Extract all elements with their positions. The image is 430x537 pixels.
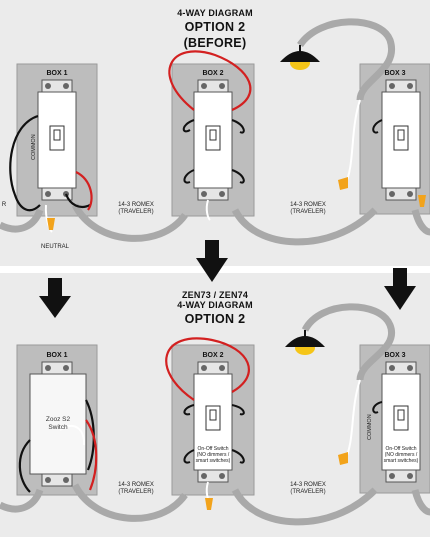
black-wire-bottom-2a	[183, 404, 195, 416]
box-1-label-bottom: BOX 1	[46, 352, 68, 359]
white-wire-bottom-3	[344, 379, 361, 461]
zooz-switch-label: Zooz S2 Switch	[45, 416, 71, 431]
white-wire-top-3	[344, 99, 361, 186]
before-title: 4-WAY DIAGRAM OPTION 2 (BEFORE)	[0, 8, 430, 50]
wirenut-bottom-3	[338, 452, 348, 465]
before-heading-large-1: OPTION 2	[184, 20, 246, 34]
romex-label-bottom-2: 14-3 ROMEX (TRAVELER)	[290, 482, 326, 495]
arrow-down-left-icon	[39, 278, 71, 318]
common-label-bottom: COMMON	[367, 414, 373, 440]
before-heading-small: 4-WAY DIAGRAM	[177, 8, 253, 18]
black-wire-top-2a	[182, 119, 195, 133]
black-wire-bottom-2c	[183, 449, 195, 464]
after-heading-small-1: ZEN73 / ZEN74	[181, 290, 249, 300]
romex-cable-top-2	[231, 207, 378, 246]
switch-3-bottom	[381, 361, 421, 483]
box-3-label-bottom: BOX 3	[384, 352, 406, 359]
romex-cable-top-left	[0, 208, 44, 233]
light-cable-top	[297, 18, 396, 101]
red-wire-bottom-2	[165, 337, 250, 401]
edge-label-r: R	[1, 202, 7, 208]
romex-cable-top-1	[71, 203, 188, 242]
romex-cable-bottom-1	[71, 483, 188, 522]
black-wire-top-3	[372, 119, 383, 134]
black-wire-top-2b	[231, 119, 245, 134]
after-title: ZEN73 / ZEN74 4-WAY DIAGRAM OPTION 2	[0, 290, 430, 326]
arrow-down-center-icon	[196, 240, 228, 282]
black-wire-bottom-2b	[231, 404, 245, 416]
romex-label-top-2: 14-3 ROMEX (TRAVELER)	[290, 202, 326, 215]
black-wire-bottom-2d	[231, 449, 245, 464]
wirenut-top-1	[47, 218, 55, 230]
light-cable-bottom	[301, 303, 396, 381]
red-wire-top-2	[168, 50, 252, 112]
white-wire-top-2	[205, 199, 211, 221]
wirenut-bottom-2	[205, 498, 213, 510]
black-wire-top-1b	[64, 193, 91, 209]
box-3-label-top: BOX 3	[384, 70, 406, 77]
zooz-switch-bottom	[29, 361, 87, 487]
wirenut-top-3	[338, 177, 348, 190]
romex-label-bottom-1: 14-3 ROMEX (TRAVELER)	[118, 482, 154, 495]
common-label-top: COMMON	[31, 134, 37, 160]
red-wire-top-1	[75, 171, 93, 211]
box-2-label-bottom: BOX 2	[202, 352, 224, 359]
romex-cable-bottom-left	[0, 488, 44, 513]
black-wire-top-2c	[183, 169, 195, 184]
before-heading-large-2: (BEFORE)	[183, 36, 247, 50]
pendant-lamp-bottom	[285, 330, 325, 355]
switch-2-bottom	[193, 361, 233, 483]
neutral-label: NEUTRAL	[40, 244, 69, 250]
black-wire-top-2d	[231, 169, 245, 184]
arrow-down-right-icon	[384, 268, 416, 310]
switch-2-top	[193, 79, 233, 201]
romex-cable-bottom-2	[231, 487, 378, 526]
red-wire-bottom-1	[85, 419, 98, 491]
box-1-label-top: BOX 1	[46, 70, 68, 77]
white-wire-bottom-1	[59, 425, 86, 446]
black-wire-top-1	[9, 114, 41, 212]
white-wire-top-1	[44, 204, 53, 233]
romex-cable-top-3	[411, 209, 430, 236]
wirenut-top-3b	[418, 195, 426, 207]
black-wire-bottom-1	[18, 439, 31, 493]
onoff-note-box-3: On-Off Switch (NO dimmers / smart switch…	[383, 446, 419, 464]
switch-3-top	[381, 79, 421, 201]
after-heading-large: OPTION 2	[184, 312, 246, 326]
onoff-note-box-2: On-Off Switch (NO dimmers / smart switch…	[195, 446, 231, 464]
after-heading-small-2: 4-WAY DIAGRAM	[177, 300, 253, 310]
black-wire-bottom-3	[372, 401, 383, 414]
pendant-lamp-top	[280, 45, 320, 70]
box-2-label-top: BOX 2	[202, 70, 224, 77]
romex-cable-bottom-3	[411, 489, 430, 516]
romex-label-top-1: 14-3 ROMEX (TRAVELER)	[118, 202, 154, 215]
switch-1-top	[37, 79, 77, 201]
